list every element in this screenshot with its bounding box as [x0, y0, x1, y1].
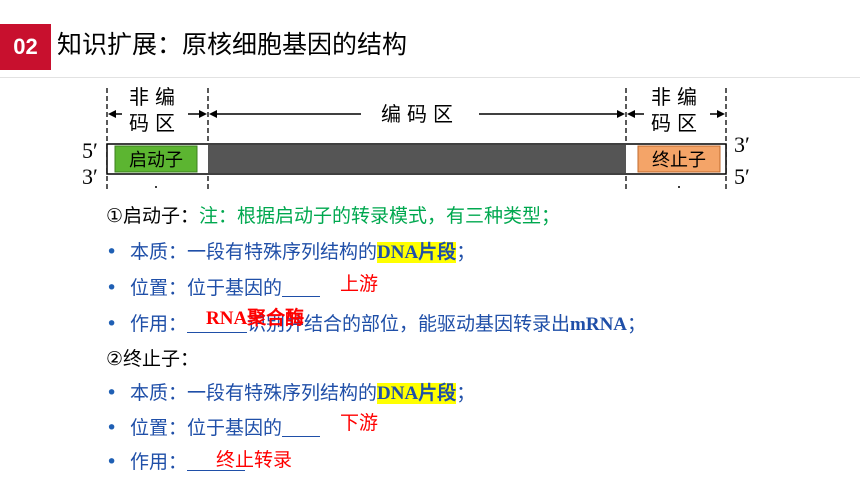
promoter-box [114, 145, 198, 173]
terminator-function-answer: 终止转录 [216, 449, 293, 471]
gene-structure-svg [106, 88, 727, 190]
terminator-heading: ②终止子： [106, 348, 200, 370]
right-noncoding-label: 非编码区 [644, 84, 710, 136]
terminator-essence-highlight: DNA片段 [377, 383, 457, 404]
bullet-icon: • [106, 451, 118, 473]
promoter-function-blank [187, 312, 248, 333]
five-prime-right: 5′ [734, 164, 750, 189]
terminator-function-line: • 作用： [106, 448, 246, 476]
left-noncoding-label: 非编码区 [122, 84, 188, 136]
promoter-function-label: 作用： [130, 313, 188, 335]
bullet-icon: • [106, 417, 118, 439]
promoter-function-rest: 识别并结合的部位，能驱动基因转录出 [247, 313, 571, 335]
promoter-function-mrna: mRNA [570, 314, 628, 335]
bullet-icon: • [106, 241, 118, 263]
bullet-icon: • [106, 313, 118, 335]
coding-region-label: 编码区 [361, 101, 479, 127]
promoter-label: 启动子 [129, 150, 183, 171]
terminator-position-label: 位置：位于基因的 [130, 417, 283, 439]
three-prime-right: 3′ [734, 132, 750, 157]
section-number-badge: 02 [0, 24, 51, 70]
terminator-essence-line: • 本质：一段有特殊序列结构的DNA片段； [106, 379, 475, 408]
terminator-position-line: • 位置：位于基因的 [106, 414, 321, 442]
terminator-position-blank [282, 416, 321, 437]
promoter-position-label: 位置：位于基因的 [130, 277, 283, 299]
promoter-heading: ①启动子： [106, 205, 200, 227]
promoter-function-end: ； [627, 313, 647, 335]
terminator-essence-label: 本质：一段有特殊序列结构的 [130, 382, 378, 404]
terminator-function-label: 作用： [130, 451, 188, 473]
coding-region-box [208, 145, 626, 173]
five-prime-left: 5′ [82, 138, 98, 163]
terminator-function-blank [187, 450, 246, 471]
promoter-essence-highlight: DNA片段 [377, 242, 457, 263]
promoter-function-line: • 作用： 识别并结合的部位，能驱动基因转录出mRNA； [106, 310, 646, 339]
promoter-function-answer: RNA聚合酶 [206, 308, 305, 329]
terminator-essence-end: ； [456, 382, 476, 404]
promoter-note: 注：根据启动子的转录模式，有三种类型； [199, 205, 561, 227]
promoter-essence-line: • 本质：一段有特殊序列结构的DNA片段； [106, 238, 475, 267]
promoter-position-blank [282, 276, 321, 297]
promoter-position-line: • 位置：位于基因的 [106, 274, 321, 302]
page-title: 知识扩展：原核细胞基因的结构 [57, 30, 408, 59]
three-prime-left: 3′ [82, 164, 98, 189]
bullet-icon: • [106, 382, 118, 404]
terminator-position-answer: 下游 [340, 412, 379, 434]
terminator-box [637, 145, 721, 173]
promoter-heading-line: ①启动子：注：根据启动子的转录模式，有三种类型； [106, 202, 560, 230]
header-divider [0, 77, 860, 78]
terminator-label: 终止子 [652, 150, 706, 171]
promoter-essence-label: 本质：一段有特殊序列结构的 [130, 241, 378, 263]
promoter-essence-end: ； [456, 241, 476, 263]
bullet-icon: • [106, 277, 118, 299]
gene-structure-diagram: 非编码区 编码区 非编码区 启动子 终止子 5′ 3′ 3′ 5′ [78, 82, 768, 202]
promoter-position-answer: 上游 [340, 273, 379, 295]
